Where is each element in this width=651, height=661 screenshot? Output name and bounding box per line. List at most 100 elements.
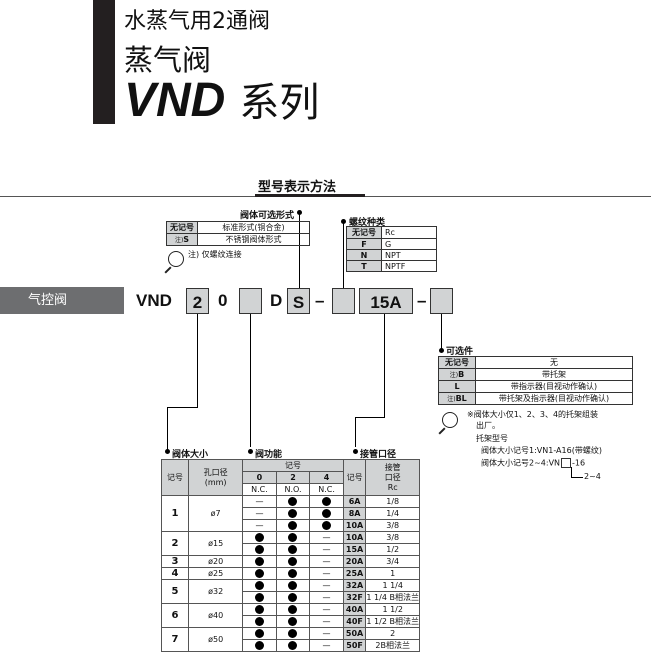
connector-thread: [343, 223, 344, 288]
connector-material: [299, 213, 300, 288]
option-key: 注)BL: [438, 392, 476, 405]
unavailable-dash: —: [242, 507, 277, 520]
filled-circle-icon: [288, 593, 298, 602]
unavailable-dash: —: [309, 531, 344, 544]
func-sub: N.C.: [242, 483, 277, 496]
available-dot: [242, 555, 277, 568]
thread-value: NPTF: [381, 260, 437, 272]
available-dot: [275, 567, 311, 580]
filled-circle-icon: [254, 629, 264, 638]
func-sub: N.O.: [275, 483, 311, 496]
available-dot: [242, 627, 277, 640]
filled-circle-icon: [322, 521, 332, 530]
unavailable-dash: —: [309, 567, 344, 580]
thread-value: NPT: [381, 249, 437, 261]
filled-circle-icon: [288, 497, 298, 506]
port-code: 8A: [342, 507, 367, 520]
connector-size-v1: [197, 314, 198, 407]
connector-dot: [248, 449, 253, 454]
unavailable-dash: —: [309, 615, 344, 628]
unavailable-dash: —: [242, 495, 277, 508]
unavailable-dash: —: [309, 627, 344, 640]
available-dot: [309, 507, 344, 520]
port-rc: 1/8: [365, 495, 420, 508]
port-code: 25A: [342, 567, 367, 580]
port-rc: 3/8: [365, 519, 420, 532]
port-rc: 1 1/4: [365, 579, 420, 592]
code-box-size: 2: [186, 288, 209, 314]
orifice-value: ø15: [188, 531, 244, 556]
available-dot: [275, 615, 311, 628]
func-sub: N.C.: [309, 483, 344, 496]
option-key-code: BL: [455, 394, 467, 403]
available-dot: [275, 579, 311, 592]
connector-function: [250, 314, 251, 447]
available-dot: [275, 543, 311, 556]
options-note-6: 2~4: [584, 472, 601, 481]
option-value: 带托架: [475, 368, 633, 381]
filled-circle-icon: [254, 533, 264, 542]
port-rc: 1: [365, 567, 420, 580]
available-dot: [275, 495, 311, 508]
note-text: -16: [572, 458, 586, 468]
connector-dot: [353, 449, 358, 454]
port-code: 10A: [342, 531, 367, 544]
size-code: 5: [160, 579, 190, 604]
port-code: 20A: [342, 555, 367, 568]
connector-option: [441, 314, 442, 350]
port-rc: 3/8: [365, 531, 420, 544]
port-code: 15A: [342, 543, 367, 556]
filled-circle-icon: [288, 569, 298, 578]
thread-value: Rc: [381, 226, 437, 239]
func-code: 0: [242, 471, 277, 484]
options-note-3: 托架型号: [476, 434, 508, 443]
unavailable-dash: —: [309, 591, 344, 604]
code-box-function: [239, 288, 262, 314]
side-label: 气控阀: [0, 287, 124, 314]
option-value: 带托架及指示器(目视动作确认): [475, 392, 633, 405]
filled-circle-icon: [288, 605, 298, 614]
note-text: 阀体大小记号2~4:VN: [481, 458, 561, 468]
connector-port-v1: [384, 314, 385, 417]
material-title: 阀体可选形式: [240, 211, 295, 221]
filled-circle-icon: [288, 641, 298, 650]
option-key: 注)B: [438, 368, 476, 381]
orifice-value: ø40: [188, 603, 244, 628]
col-size-code: 记号: [160, 459, 190, 496]
thread-title: 螺纹种类: [349, 218, 386, 228]
col-orifice: 孔口径 (mm): [188, 459, 244, 496]
port-code: 6A: [342, 495, 367, 508]
option-key: 无记号: [438, 356, 476, 369]
func-code: 2: [275, 471, 311, 484]
magnifier-icon-handle: [164, 266, 172, 274]
code-prefix: VND: [136, 291, 172, 310]
unavailable-dash: —: [242, 519, 277, 532]
orifice-value: ø50: [188, 627, 244, 652]
available-dot: [242, 543, 277, 556]
table-header-row: N.C. N.O. N.C.: [162, 483, 420, 496]
table-row: 无记号无: [438, 356, 633, 369]
port-code: 32F: [342, 591, 367, 604]
available-dot: [275, 639, 311, 652]
available-dot: [309, 495, 344, 508]
code-box-port: 15A: [359, 288, 413, 314]
orifice-value: ø20: [188, 555, 244, 568]
material-key-code: S: [183, 235, 190, 244]
available-dot: [275, 519, 311, 532]
code-box-option: [430, 288, 453, 314]
port-rc: 1/2: [365, 543, 420, 556]
options-note-1: ※阀体大小仅1、2、3、4的托架组装: [467, 410, 599, 419]
size-code: 3: [160, 555, 190, 568]
